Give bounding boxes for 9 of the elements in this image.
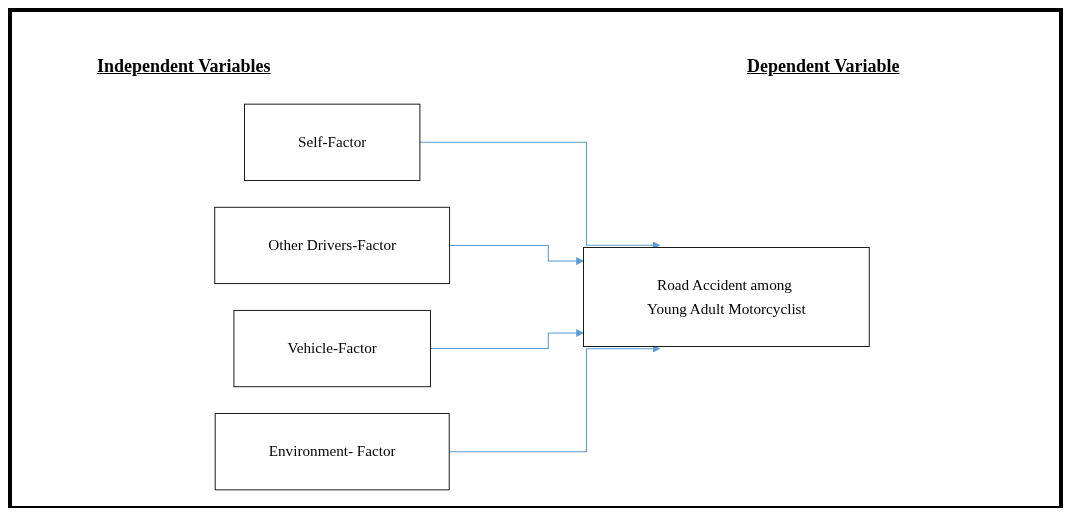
- node-box: Environment- Factor: [214, 413, 450, 491]
- arrow: [449, 244, 584, 265]
- node-box: Other Drivers-Factor: [214, 206, 451, 285]
- column-heading: Independent Variables: [97, 56, 271, 77]
- node-box: Vehicle-Factor: [233, 309, 431, 388]
- column-heading: Dependent Variable: [747, 56, 900, 77]
- node-box: Road Accident among Young Adult Motorcyclist: [583, 247, 870, 347]
- node-box: Self-Factor: [244, 103, 421, 181]
- arrow: [429, 329, 584, 350]
